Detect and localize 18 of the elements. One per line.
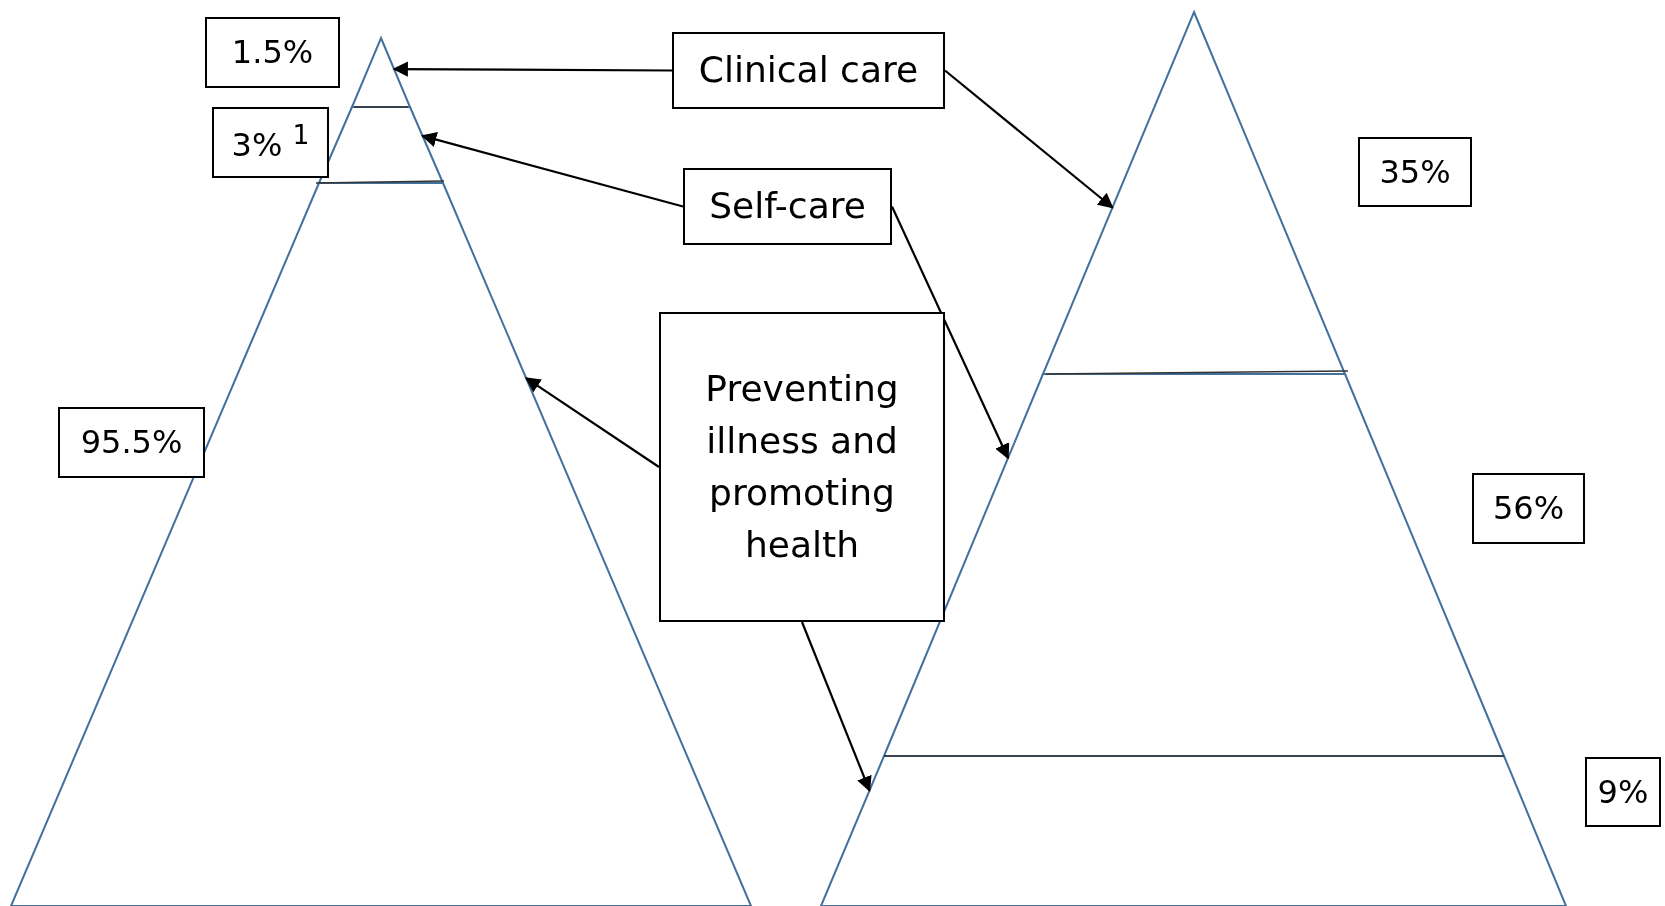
arrow	[392, 61, 672, 77]
percentage-label: 3% $^{1}$	[212, 107, 329, 178]
arrow	[421, 132, 684, 208]
pyramid-top-section	[350, 35, 412, 108]
percentage-label: 35%	[1358, 137, 1472, 207]
category-label: Self-care	[683, 168, 892, 245]
arrow	[944, 69, 1114, 209]
arrow	[800, 621, 872, 792]
percentage-label: 9%	[1585, 757, 1661, 827]
pyramid-section	[820, 755, 1567, 906]
pyramid-top-section	[1041, 9, 1347, 375]
percentage-label: 56%	[1472, 473, 1585, 544]
percentage-label: 1.5%	[205, 17, 340, 88]
category-label: Clinical care	[672, 32, 945, 109]
percentage-label: 95.5%	[58, 407, 205, 478]
arrow	[891, 206, 1010, 460]
category-label: Preventing illness and promoting health	[659, 312, 945, 622]
arrow	[524, 377, 660, 468]
